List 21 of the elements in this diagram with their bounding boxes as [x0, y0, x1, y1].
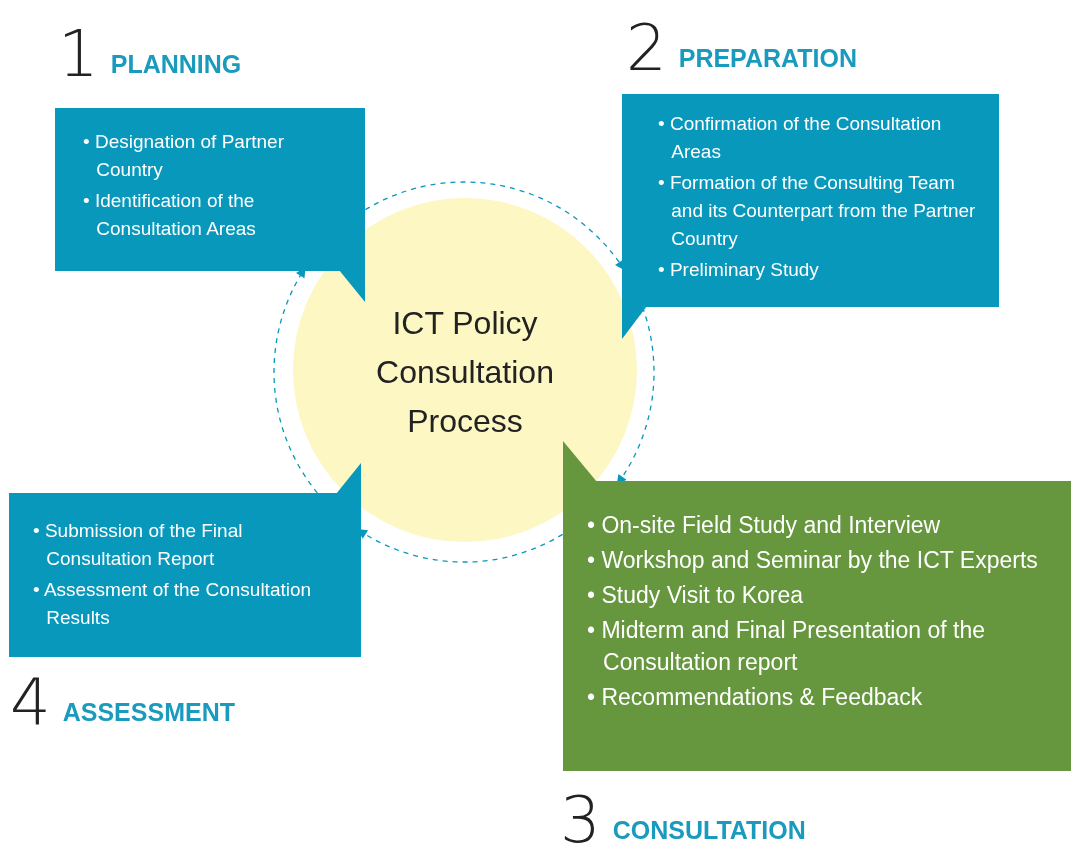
bullet-item: • Designation of Partner Country [83, 130, 285, 182]
bullet-item: • Submission of the Final Consultation Report [33, 519, 244, 571]
bullet-item: • Recommendations & Feedback [587, 683, 924, 712]
process-title: ICT Policy Consultation Process [375, 303, 555, 441]
bullet-item: • Assessment of the Consultation Results [33, 578, 313, 630]
bullet-item: • Identification of the Consultation Areas [83, 189, 257, 241]
bullet-item: • Formation of the Consulting Team and its Counterpart from the Partner Country [658, 171, 977, 251]
bullet-item: • Confirmation of the Consultation Areas [658, 112, 943, 164]
bullet-item: • On-site Field Study and Interview [587, 511, 942, 540]
step-number: 4 [10, 672, 51, 732]
step-title: ASSESSMENT [62, 697, 235, 728]
step-title: CONSULTATION [612, 815, 806, 846]
bullet-item: • Midterm and Final Presentation of the Consultation report [587, 616, 986, 677]
bullet-item: • Study Visit to Korea [587, 581, 805, 610]
step-title: PREPARATION [678, 43, 857, 74]
step-number: 3 [560, 790, 601, 850]
step-title: PLANNING [110, 49, 242, 80]
bullet-item: • Workshop and Seminar by the ICT Experts [587, 546, 1039, 575]
step-number: 1 [58, 24, 99, 84]
bullet-item: • Preliminary Study [658, 258, 820, 282]
step-number: 2 [626, 18, 667, 78]
